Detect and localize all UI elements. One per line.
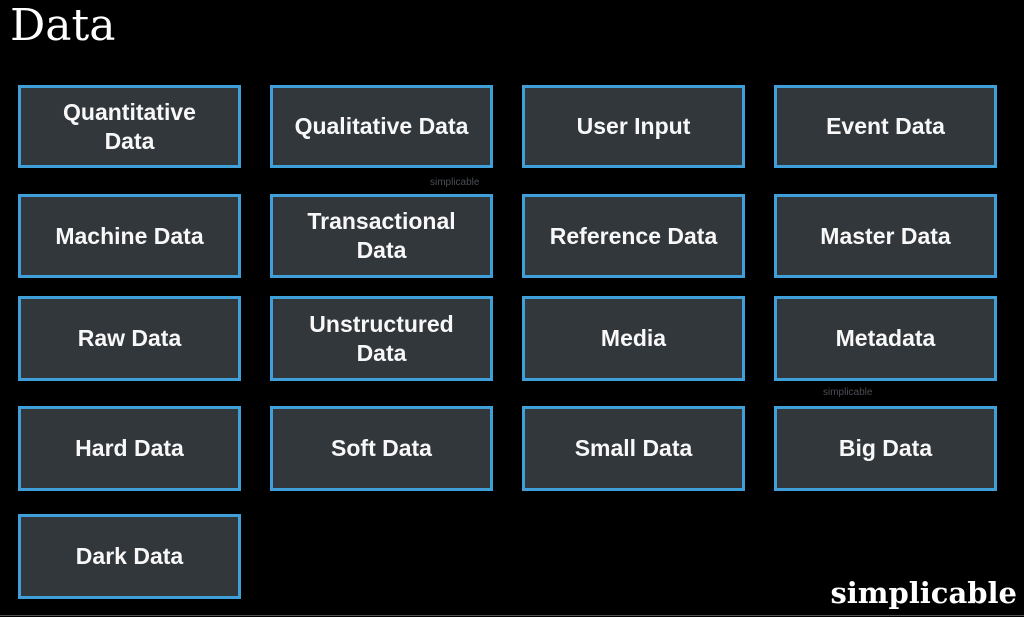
box-media: Media xyxy=(522,296,745,381)
box-label: Dark Data xyxy=(75,543,184,570)
grid-row-4: Hard Data Soft Data Small Data Big Data xyxy=(0,406,997,491)
box-label: User Input xyxy=(576,113,691,140)
box-big-data: Big Data xyxy=(774,406,997,491)
box-label: Quantitative Data xyxy=(63,98,196,154)
box-label: Media xyxy=(600,325,667,352)
box-small-data: Small Data xyxy=(522,406,745,491)
box-hard-data: Hard Data xyxy=(18,406,241,491)
box-metadata: Metadata xyxy=(774,296,997,381)
box-label: Hard Data xyxy=(75,435,184,462)
page-title: Data xyxy=(10,0,116,51)
box-transactional-data: Transactional Data xyxy=(270,194,493,278)
box-unstructured-data: Unstructured Data xyxy=(270,296,493,381)
watermark-text: simplicable xyxy=(823,387,873,398)
box-label: Raw Data xyxy=(77,325,182,352)
grid-row-1: Quantitative Data Qualitative Data User … xyxy=(0,85,997,168)
grid-row-3: Raw Data Unstructured Data Media Metadat… xyxy=(0,296,997,381)
box-label: Machine Data xyxy=(55,222,204,249)
box-quantitative-data: Quantitative Data xyxy=(18,85,241,168)
box-label: Metadata xyxy=(835,325,936,352)
box-label: Transactional Data xyxy=(307,208,456,263)
grid-row-5: Dark Data xyxy=(0,514,997,599)
box-machine-data: Machine Data xyxy=(18,194,241,278)
bottom-divider xyxy=(0,615,1024,616)
box-soft-data: Soft Data xyxy=(270,406,493,491)
box-reference-data: Reference Data xyxy=(522,194,745,278)
box-master-data: Master Data xyxy=(774,194,997,278)
box-label: Reference Data xyxy=(549,222,718,249)
watermark-text: simplicable xyxy=(430,177,480,188)
box-event-data: Event Data xyxy=(774,85,997,168)
simplicable-logo: simplicable xyxy=(830,576,1017,610)
grid-row-2: Machine Data Transactional Data Referenc… xyxy=(0,194,997,278)
box-label: Soft Data xyxy=(331,435,432,462)
box-label: Unstructured Data xyxy=(309,310,454,366)
box-user-input: User Input xyxy=(522,85,745,168)
box-label: Qualitative Data xyxy=(294,113,469,140)
box-label: Master Data xyxy=(820,222,951,249)
box-raw-data: Raw Data xyxy=(18,296,241,381)
box-dark-data: Dark Data xyxy=(18,514,241,599)
box-qualitative-data: Qualitative Data xyxy=(270,85,493,168)
box-label: Small Data xyxy=(574,435,693,462)
box-label: Event Data xyxy=(826,113,945,140)
box-label: Big Data xyxy=(838,435,933,462)
